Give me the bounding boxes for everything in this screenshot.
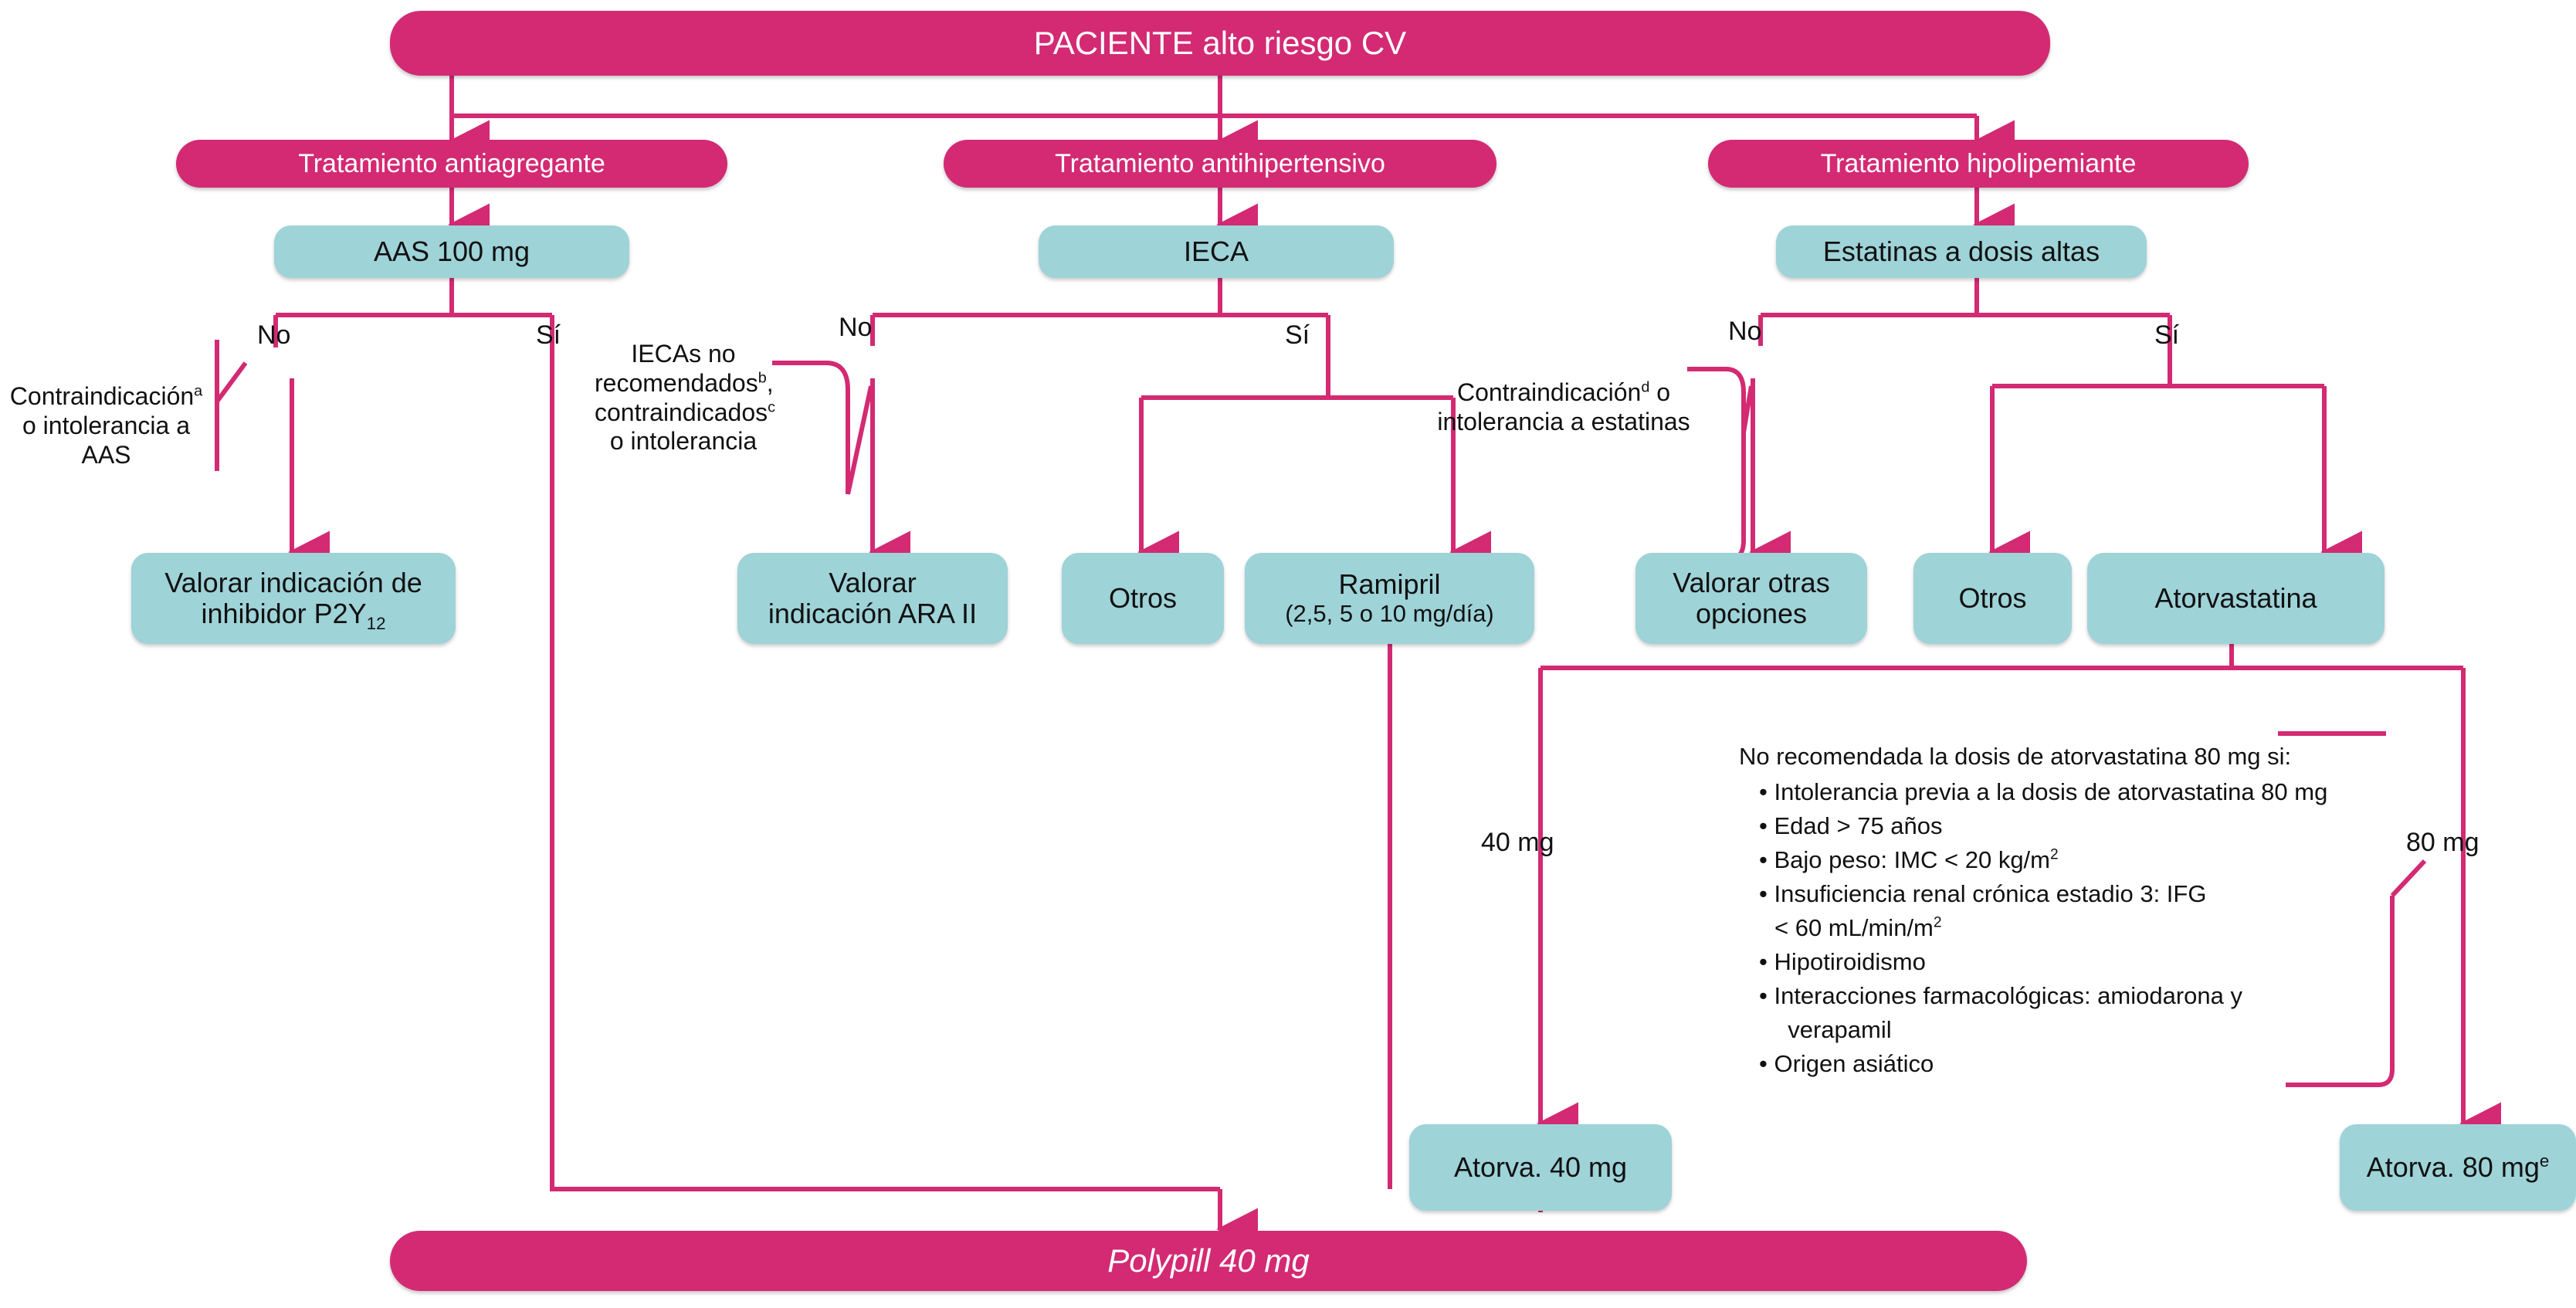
p2y12-line-2: inhibidor P2Y12 bbox=[201, 598, 386, 634]
node-valorar-p2y12: Valorar indicación de inhibidor P2Y12 bbox=[131, 553, 456, 644]
superscript-2: 2 bbox=[2050, 846, 2059, 863]
dose-label-40mg: 40 mg bbox=[1481, 828, 1554, 857]
node-valorar-ara2: Valorar indicación ARA II bbox=[737, 553, 1008, 644]
node-atorva-40mg: Atorva. 40 mg bbox=[1409, 1124, 1672, 1211]
node-aas-100mg: AAS 100 mg bbox=[274, 225, 629, 278]
ramipril-line-1: Ramipril bbox=[1338, 568, 1441, 601]
exclusion-item: Insuficiencia renal crónica estadio 3: I… bbox=[1759, 877, 2349, 945]
branch-header-antiplatelet: Tratamiento antiagregante bbox=[176, 140, 727, 188]
otras-opciones-line-1: Valorar otras bbox=[1673, 566, 1830, 598]
branch-header-antihypertensive: Tratamiento antihipertensivo bbox=[944, 140, 1496, 188]
exclusion-item: Hipotiroidismo bbox=[1759, 945, 2349, 979]
exclusion-item: Edad > 75 años bbox=[1759, 809, 2349, 843]
footnote-marker-b: b bbox=[758, 369, 767, 387]
exclusion-item: Origen asiático bbox=[1759, 1047, 2349, 1081]
superscript-2: 2 bbox=[1933, 914, 1942, 931]
banner-patient-high-cv-risk: PACIENTE alto riesgo CV bbox=[390, 11, 2050, 76]
p2y12-line-1: Valorar indicación de bbox=[164, 566, 422, 598]
label-no-estatinas: No bbox=[1728, 317, 1762, 346]
exclusion-item: Intolerancia previa a la dosis de atorva… bbox=[1759, 775, 2349, 809]
footnote-marker-a: a bbox=[194, 382, 203, 400]
footnote-marker-d: d bbox=[1641, 378, 1650, 396]
atorvastatin-80mg-exclusions: No recomendada la dosis de atorvastatina… bbox=[1739, 740, 2349, 1081]
note-contraindication-aas: Contraindicacióna o intolerancia a AAS bbox=[9, 382, 203, 469]
exclusion-item: Bajo peso: IMC < 20 kg/m2 bbox=[1759, 843, 2349, 877]
note-contraindication-statins: Contraindicaciónd o intolerancia a estat… bbox=[1437, 378, 1690, 435]
ramipril-line-2: (2,5, 5 o 10 mg/día) bbox=[1285, 599, 1494, 627]
note-ieca-not-recommended: IECAs no recomendadosb, contraindicadosc… bbox=[595, 340, 776, 456]
label-si-aas: Sí bbox=[536, 320, 561, 350]
exclusion-item: Interacciones farmacológicas: amiodarona… bbox=[1759, 979, 2349, 1047]
node-otros-estatina: Otros bbox=[1913, 553, 2072, 644]
p2y12-subscript: 12 bbox=[366, 614, 386, 634]
dose-label-80mg: 80 mg bbox=[2406, 828, 2479, 857]
footnote-marker-c: c bbox=[768, 398, 776, 415]
otras-opciones-line-2: opciones bbox=[1695, 598, 1808, 629]
node-valorar-otras-opciones: Valorar otras opciones bbox=[1635, 553, 1867, 644]
label-si-ieca: Sí bbox=[1285, 320, 1310, 350]
label-si-estatinas: Sí bbox=[2154, 320, 2180, 350]
node-atorvastatina: Atorvastatina bbox=[2087, 553, 2384, 644]
exclusions-heading: No recomendada la dosis de atorvastatina… bbox=[1739, 743, 2292, 770]
branch-header-lipid-lowering: Tratamiento hipolipemiante bbox=[1708, 140, 2249, 188]
label-no-aas: No bbox=[257, 320, 291, 350]
label-no-ieca: No bbox=[839, 313, 873, 342]
ara2-line-2: indicación ARA II bbox=[768, 598, 978, 629]
node-atorva-80mg: Atorva. 80 mge bbox=[2340, 1124, 2576, 1211]
node-ieca: IECA bbox=[1039, 225, 1394, 278]
node-estatinas-dosis-altas: Estatinas a dosis altas bbox=[1776, 225, 2147, 278]
banner-polypill-40mg: Polypill 40 mg bbox=[390, 1231, 2027, 1291]
ara2-line-1: Valorar bbox=[829, 566, 917, 598]
exclusions-list: Intolerancia previa a la dosis de atorva… bbox=[1739, 775, 2349, 1081]
node-otros-ieca: Otros bbox=[1062, 553, 1224, 644]
footnote-marker-e: e bbox=[2539, 1150, 2550, 1171]
node-ramipril: Ramipril (2,5, 5 o 10 mg/día) bbox=[1245, 553, 1534, 644]
